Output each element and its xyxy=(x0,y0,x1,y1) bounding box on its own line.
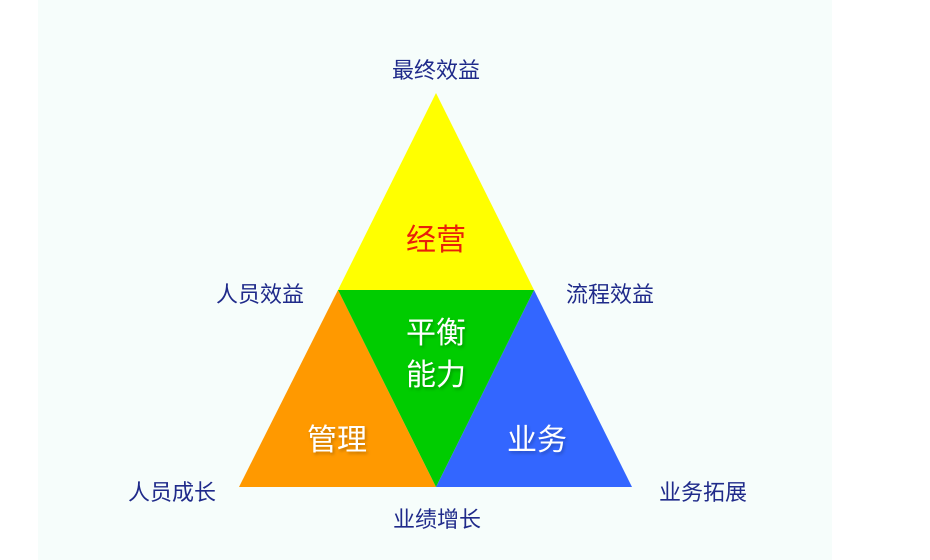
right-section-business xyxy=(436,290,632,487)
corner-label-bottom-mid: 业绩增长 xyxy=(393,508,481,533)
center-section-label-line1: 平衡 xyxy=(406,316,466,351)
corner-label-bottom-left: 人员成长 xyxy=(128,481,216,506)
left-section-label: 管理 xyxy=(307,423,367,458)
left-section-management xyxy=(239,290,436,487)
center-section-label-line2: 能力 xyxy=(406,358,466,393)
corner-label-mid-left: 人员效益 xyxy=(216,283,304,308)
right-section-label: 业务 xyxy=(507,423,567,458)
corner-label-mid-right: 流程效益 xyxy=(566,283,654,308)
center-section-balance xyxy=(338,290,534,487)
top-section-operations xyxy=(338,93,534,290)
top-section-label: 经营 xyxy=(406,223,466,258)
corner-label-top: 最终效益 xyxy=(392,59,480,84)
corner-label-bottom-right: 业务拓展 xyxy=(659,481,747,506)
